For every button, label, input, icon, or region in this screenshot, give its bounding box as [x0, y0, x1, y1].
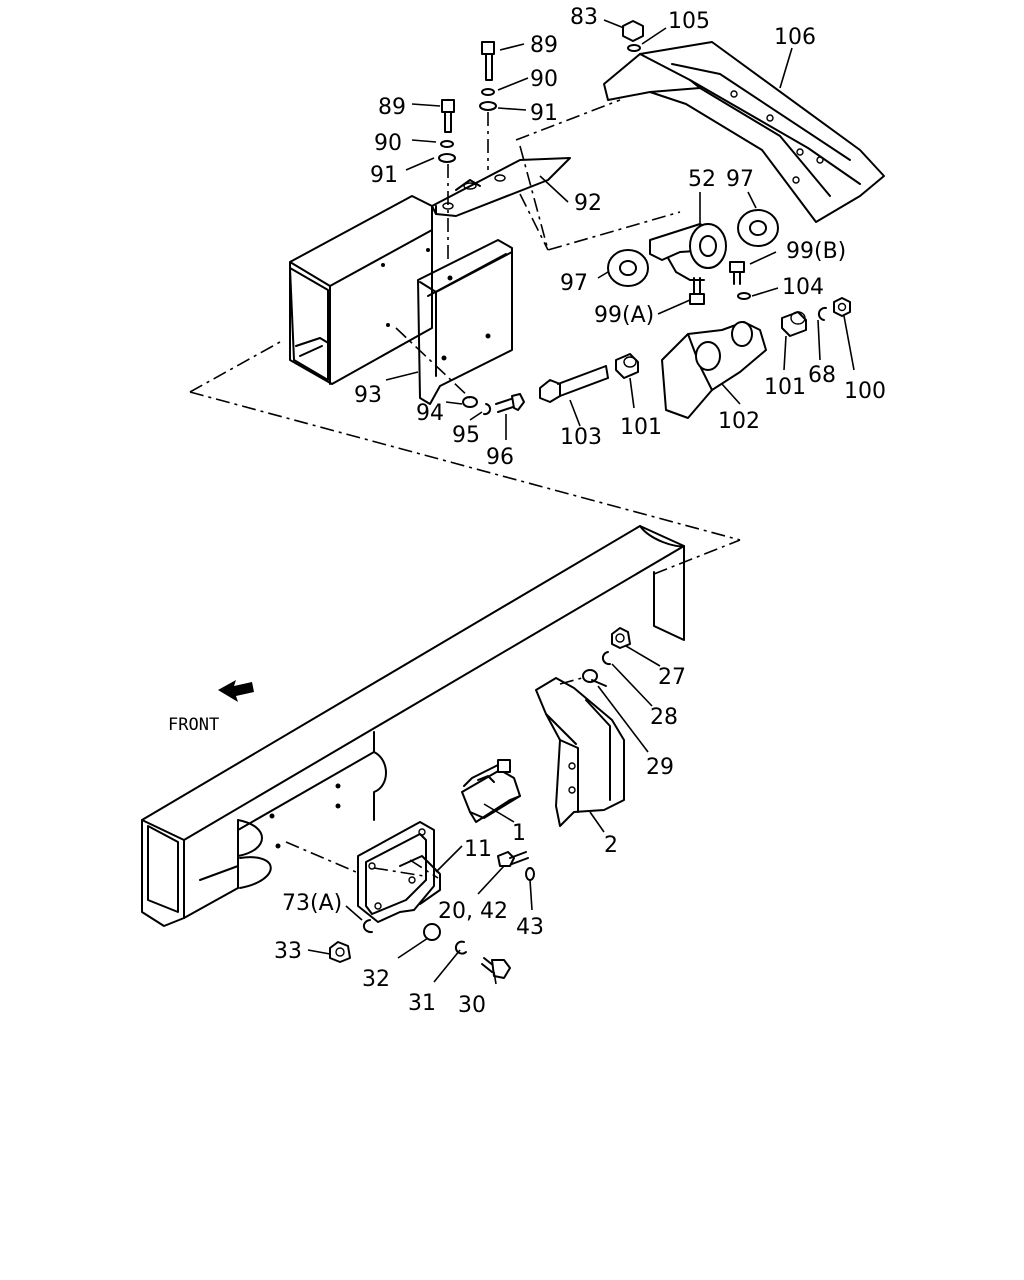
callout-28: 28 — [650, 705, 678, 730]
callout-95: 95 — [452, 423, 480, 448]
nut-33 — [329, 941, 351, 963]
front-arrow-icon — [218, 680, 254, 702]
bolt-99a — [689, 277, 705, 305]
lock-washer-31 — [454, 940, 467, 955]
lock-washer-90-a — [481, 88, 495, 96]
washer-32 — [423, 923, 441, 941]
washer-104 — [737, 292, 751, 300]
callout-99a: 99(A) — [594, 303, 654, 328]
callout-100: 100 — [844, 379, 886, 404]
washer-91-a — [479, 101, 497, 111]
bolt-96 — [495, 393, 525, 413]
leader-lines — [307, 19, 855, 985]
collar-101-right — [781, 311, 807, 337]
callout-43: 43 — [516, 915, 544, 940]
bushing-52 — [649, 223, 727, 281]
bracket-2 — [535, 677, 625, 827]
lower-frame-rail — [141, 525, 685, 927]
callout-91: 91 — [370, 163, 398, 188]
callout-106: 106 — [774, 25, 816, 50]
callout-labels: 83 105 106 89 90 91 89 90 91 92 52 97 99… — [274, 5, 886, 1018]
bolt-89-a — [481, 41, 495, 81]
nut-27 — [611, 627, 631, 649]
callout-1: 1 — [512, 821, 526, 846]
callout-90: 90 — [374, 131, 402, 156]
rubber-mount-1 — [461, 759, 521, 823]
callout-31: 31 — [408, 991, 436, 1016]
washer-43 — [525, 867, 535, 881]
callout-101: 101 — [764, 375, 806, 400]
callout-90: 90 — [530, 67, 558, 92]
callout-93: 93 — [354, 383, 382, 408]
callout-104: 104 — [782, 275, 824, 300]
callout-105: 105 — [668, 9, 710, 34]
washer-29 — [582, 669, 607, 687]
bolt-99b — [729, 261, 745, 285]
callout-11: 11 — [464, 837, 492, 862]
callout-92: 92 — [574, 191, 602, 216]
upper-plate-92 — [431, 157, 571, 217]
bolt-103 — [539, 365, 609, 403]
washer-105 — [627, 44, 641, 52]
callout-97: 97 — [560, 271, 588, 296]
callout-27: 27 — [658, 665, 686, 690]
bolt-20-42 — [497, 851, 529, 867]
collar-101-left — [615, 353, 639, 379]
lock-washer-90-b — [440, 140, 454, 148]
hanger-bracket-93 — [417, 239, 513, 405]
crossmember-106 — [603, 41, 885, 223]
callout-89: 89 — [378, 95, 406, 120]
callout-97: 97 — [726, 167, 754, 192]
callout-91: 91 — [530, 101, 558, 126]
lock-washer-95 — [483, 403, 492, 416]
bolt-30 — [481, 957, 511, 979]
callout-101: 101 — [620, 415, 662, 440]
bracket-11 — [357, 821, 441, 923]
callout-89: 89 — [530, 33, 558, 58]
callout-73a: 73(A) — [282, 891, 342, 916]
callout-2: 2 — [604, 833, 618, 858]
upper-frame-rail — [289, 195, 433, 385]
callout-20-42: 20, 42 — [438, 899, 508, 924]
callout-94: 94 — [416, 401, 444, 426]
rubber-97-right — [737, 209, 779, 247]
callout-102: 102 — [718, 409, 760, 434]
bolt-89-b — [441, 99, 455, 133]
lock-washer-68 — [817, 306, 827, 321]
nut-100 — [833, 297, 851, 317]
callout-29: 29 — [646, 755, 674, 780]
callout-68: 68 — [808, 363, 836, 388]
callout-30: 30 — [458, 993, 486, 1018]
nut-83 — [622, 20, 644, 42]
washer-94 — [462, 396, 478, 408]
lock-washer-73a — [362, 919, 373, 934]
washer-91-b — [438, 153, 456, 163]
bracket-102 — [661, 321, 767, 419]
callout-32: 32 — [362, 967, 390, 992]
callout-52: 52 — [688, 167, 716, 192]
callout-103: 103 — [560, 425, 602, 450]
callout-33: 33 — [274, 939, 302, 964]
callout-96: 96 — [486, 445, 514, 470]
callout-83: 83 — [570, 5, 598, 30]
rubber-97-left — [607, 249, 649, 287]
callout-99b: 99(B) — [786, 239, 846, 264]
front-label: FRONT — [168, 715, 219, 735]
lock-washer-28 — [601, 651, 611, 666]
